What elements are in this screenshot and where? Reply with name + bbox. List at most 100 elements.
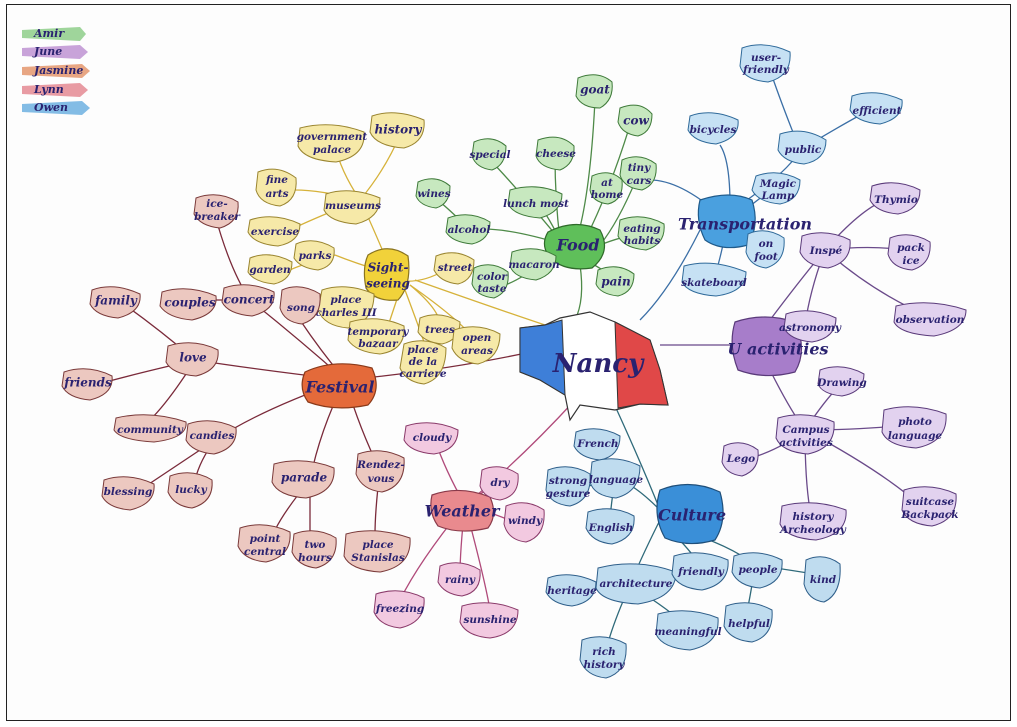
leaf-cloudy: cloudy: [413, 432, 452, 444]
leaf-thymio: Thymio: [874, 194, 918, 206]
leaf-alcohol-shape: [445, 214, 491, 245]
leaf-gov-palace-2: palace: [313, 144, 351, 156]
center-label: Nancy: [552, 349, 645, 379]
leaf-open-areas-2: areas: [461, 345, 493, 357]
leaf-eating-habits-2: habits: [624, 235, 661, 247]
leaf-macaron: macaron: [508, 259, 559, 271]
leaf-parade: parade: [281, 471, 328, 485]
leaf-photo-language-2: language: [888, 430, 943, 442]
leaf-eatinghabits-shape: [617, 216, 665, 251]
legend-swatch-amir: [22, 27, 86, 41]
leaf-love: love: [179, 351, 207, 365]
leaf-community: community: [117, 424, 184, 436]
hub-activities: U activities: [727, 316, 829, 377]
leaf-drawing: Drawing: [816, 377, 866, 389]
leaf-rainy: rainy: [445, 574, 476, 586]
hub-culture: Culture: [656, 483, 726, 545]
leaf-helpful: helpful: [728, 618, 770, 630]
hub-food-label: Food: [555, 236, 599, 255]
leaf-history-arch-2: Archeology: [779, 524, 847, 536]
leaf-tinycars-shape: [619, 156, 657, 191]
leaf-history: history: [375, 123, 423, 137]
leaf-fine-arts-2: arts: [265, 188, 288, 200]
leaf-street: street: [438, 262, 473, 274]
leaf-kind: kind: [810, 574, 837, 586]
leaf-tiny-cars-2: cars: [627, 175, 652, 187]
leaf-lucky: lucky: [175, 484, 207, 496]
leaf-bicycles: bicycles: [690, 124, 737, 136]
leaf-photo-language-1: photo: [898, 416, 932, 428]
hub-weather: Weather: [425, 489, 501, 532]
leaf-blessing: blessing: [104, 486, 153, 498]
legend-swatch-lynn: [22, 83, 88, 97]
leaf-color-taste-2: taste: [477, 283, 506, 295]
leaf-campus-2: activities: [779, 437, 833, 449]
leaf-parks: parks: [299, 250, 332, 262]
leaf-point-central-2: central: [244, 546, 286, 558]
leaf-special-shape: [471, 138, 507, 171]
legend-owen: Owen: [34, 101, 68, 114]
leaf-temporary-bazaar-2: bazaar: [358, 338, 399, 350]
leaf-cheese-shape: [535, 136, 575, 171]
leaf-two-hours-2: hours: [298, 552, 332, 564]
leaf-lunchmost-shape: [507, 186, 563, 219]
hub-transportation: Transportation: [678, 194, 812, 249]
leaf-family: family: [94, 294, 138, 308]
legend-lynn: Lynn: [33, 83, 64, 96]
leaf-wines-shape: [415, 178, 451, 209]
leaf-macaron-shape: [509, 248, 557, 281]
hub-food: Food: [543, 223, 606, 270]
leaf-special: special: [469, 149, 510, 161]
leaf-meaningful: meaningful: [654, 626, 721, 638]
hub-weather-label: Weather: [425, 502, 501, 521]
leaf-campus-1: Campus: [782, 424, 829, 436]
hub-festival: Festival: [301, 363, 377, 409]
leaf-alcohol: alcohol: [448, 224, 491, 236]
legend-amir: Amir: [33, 27, 65, 40]
leaf-place-charles-2: charles III: [315, 307, 377, 319]
hub-sightseeing: Sight- seeing: [363, 248, 410, 301]
leaf-people: people: [738, 564, 777, 576]
legend-swatch-june: [22, 45, 88, 59]
leaf-magic-lamp-1: Magic: [759, 178, 797, 190]
leaf-strong-gesture-1: strong: [549, 475, 587, 487]
leaf-wines: wines: [417, 188, 450, 200]
leaf-sunshine: sunshine: [463, 614, 516, 626]
leaf-place-carriere-3: carriere: [399, 368, 446, 380]
leaf-cow-shape: [617, 104, 653, 137]
leaf-pain: pain: [601, 275, 630, 289]
leaf-colortaste-shape: [471, 264, 509, 299]
leaf-french: French: [576, 438, 618, 450]
leaf-suitcase-1: suitcase: [906, 496, 954, 508]
leaf-on-foot-2: foot: [753, 251, 778, 263]
leaf-cheese: cheese: [536, 148, 576, 160]
legend-jasmine: Jasmine: [32, 64, 83, 77]
leaf-dry: dry: [491, 477, 511, 489]
leaf-fine-arts-1: fine: [265, 174, 288, 186]
leaf-on-foot-1: on: [759, 238, 774, 250]
hub-sightseeing-label-2: seeing: [366, 277, 410, 291]
leaf-strong-gesture-2: gesture: [546, 488, 591, 500]
leaf-cow: cow: [623, 114, 649, 128]
leaf-rich-history-1: rich: [592, 646, 616, 658]
leaf-point-central-1: point: [250, 533, 281, 545]
leaf-ice-breaker-2: breaker: [194, 211, 241, 223]
leaf-public: public: [785, 144, 822, 156]
leaf-observation: observation: [896, 314, 965, 326]
leaf-exercise: exercise: [251, 226, 299, 238]
leaf-place-carriere-2: de la: [409, 356, 438, 368]
leaf-friends: friends: [63, 376, 112, 390]
legend: Amir June Jasmine Lynn Owen: [22, 27, 90, 115]
leaf-color-taste-1: color: [477, 271, 508, 283]
leaf-song: song: [287, 302, 315, 314]
hub-activities-label: U activities: [727, 340, 828, 359]
leaf-trees: trees: [425, 324, 455, 336]
leaf-rendez-vous-1: Rendez-: [356, 459, 404, 471]
leaf-ice-breaker-1: ice-: [206, 198, 227, 210]
leaf-efficient: efficient: [853, 105, 902, 117]
leaf-user-friendly-2: friendly: [742, 64, 790, 76]
leaf-windy: windy: [508, 515, 543, 527]
leaf-two-hours-1: two: [305, 539, 326, 551]
leaf-suitcase-2: Backpack: [900, 509, 958, 521]
